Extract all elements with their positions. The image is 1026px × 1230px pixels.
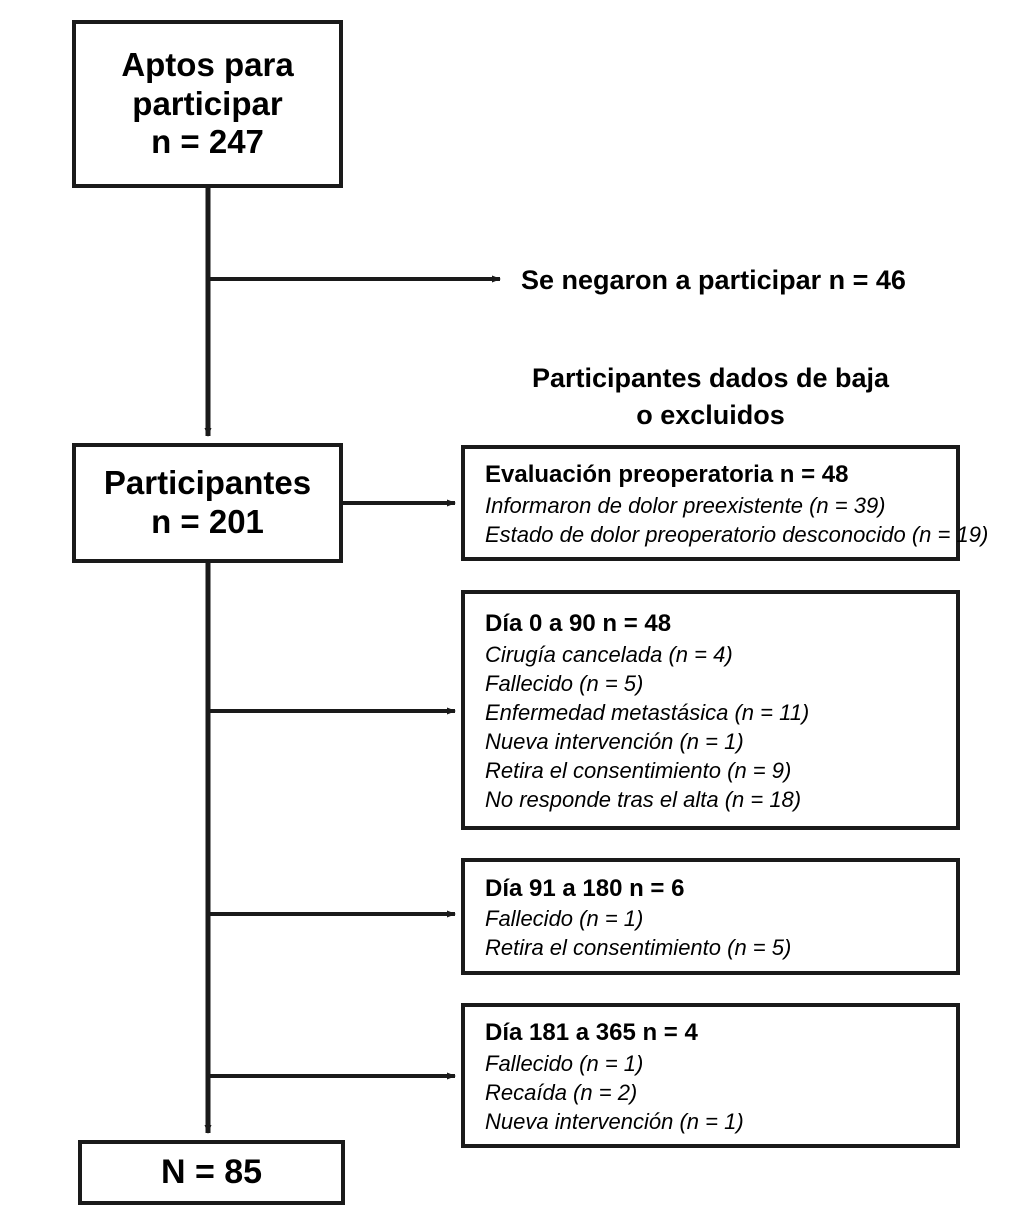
exclusion-item: Retira el consentimiento (n = 9): [485, 757, 792, 783]
exclusion-title: Día 181 a 365 n = 4: [485, 1019, 698, 1047]
exclusion-box-day-181-365: Día 181 a 365 n = 4 Fallecido (n = 1) Re…: [461, 1003, 960, 1148]
label-excluded-header: Participantes dados de baja o excluidos: [461, 360, 960, 435]
label-refused: Se negaron a participar n = 46: [521, 265, 906, 295]
node-participants-line2: n = 201: [151, 503, 264, 540]
exclusion-title: Evaluación preoperatoria n = 48: [485, 461, 849, 489]
node-participants-line1: Participantes: [103, 464, 312, 502]
exclusion-item: Cirugía cancelada (n = 4): [485, 641, 733, 667]
node-participants: Participantes n = 201: [72, 443, 343, 563]
node-final-sample: N = 85: [78, 1140, 345, 1205]
node-eligible-line2: participar: [132, 84, 283, 122]
exclusion-title: Día 91 a 180 n = 6: [485, 874, 685, 902]
node-eligible: Aptos para participar n = 247: [72, 20, 343, 188]
label-excluded-header-line1: Participantes dados de baja: [531, 363, 890, 393]
node-eligible-line3: n = 247: [151, 123, 264, 161]
exclusion-box-preoperative: Evaluación preoperatoria n = 48 Informar…: [461, 445, 989, 561]
exclusion-title: Día 0 a 90 n = 48: [485, 610, 672, 638]
exclusion-item: Nueva intervención (n = 1): [485, 1108, 744, 1134]
node-eligible-line1: Aptos para: [121, 45, 294, 83]
exclusion-item: Fallecido (n = 5): [485, 670, 644, 696]
exclusion-item: Informaron de dolor preexistente (n = 39…: [485, 492, 886, 518]
node-final-line1: N = 85: [160, 1153, 263, 1192]
exclusion-box-day-0-90: Día 0 a 90 n = 48 Cirugía cancelada (n =…: [461, 590, 960, 830]
exclusion-item: Retira el consentimiento (n = 5): [485, 935, 792, 961]
exclusion-box-day-91-180: Día 91 a 180 n = 6 Fallecido (n = 1) Ret…: [461, 858, 960, 975]
exclusion-item: Recaída (n = 2): [485, 1079, 638, 1105]
exclusion-item: Fallecido (n = 1): [485, 1050, 644, 1076]
exclusion-item: Nueva intervención (n = 1): [485, 728, 744, 754]
label-excluded-header-line2: o excluidos: [636, 400, 785, 431]
exclusion-item: Enfermedad metastásica (n = 11): [485, 699, 810, 725]
exclusion-item: No responde tras el alta (n = 18): [485, 786, 802, 812]
exclusion-item: Estado de dolor preoperatorio desconocid…: [485, 521, 989, 547]
exclusion-item: Fallecido (n = 1): [485, 906, 644, 932]
